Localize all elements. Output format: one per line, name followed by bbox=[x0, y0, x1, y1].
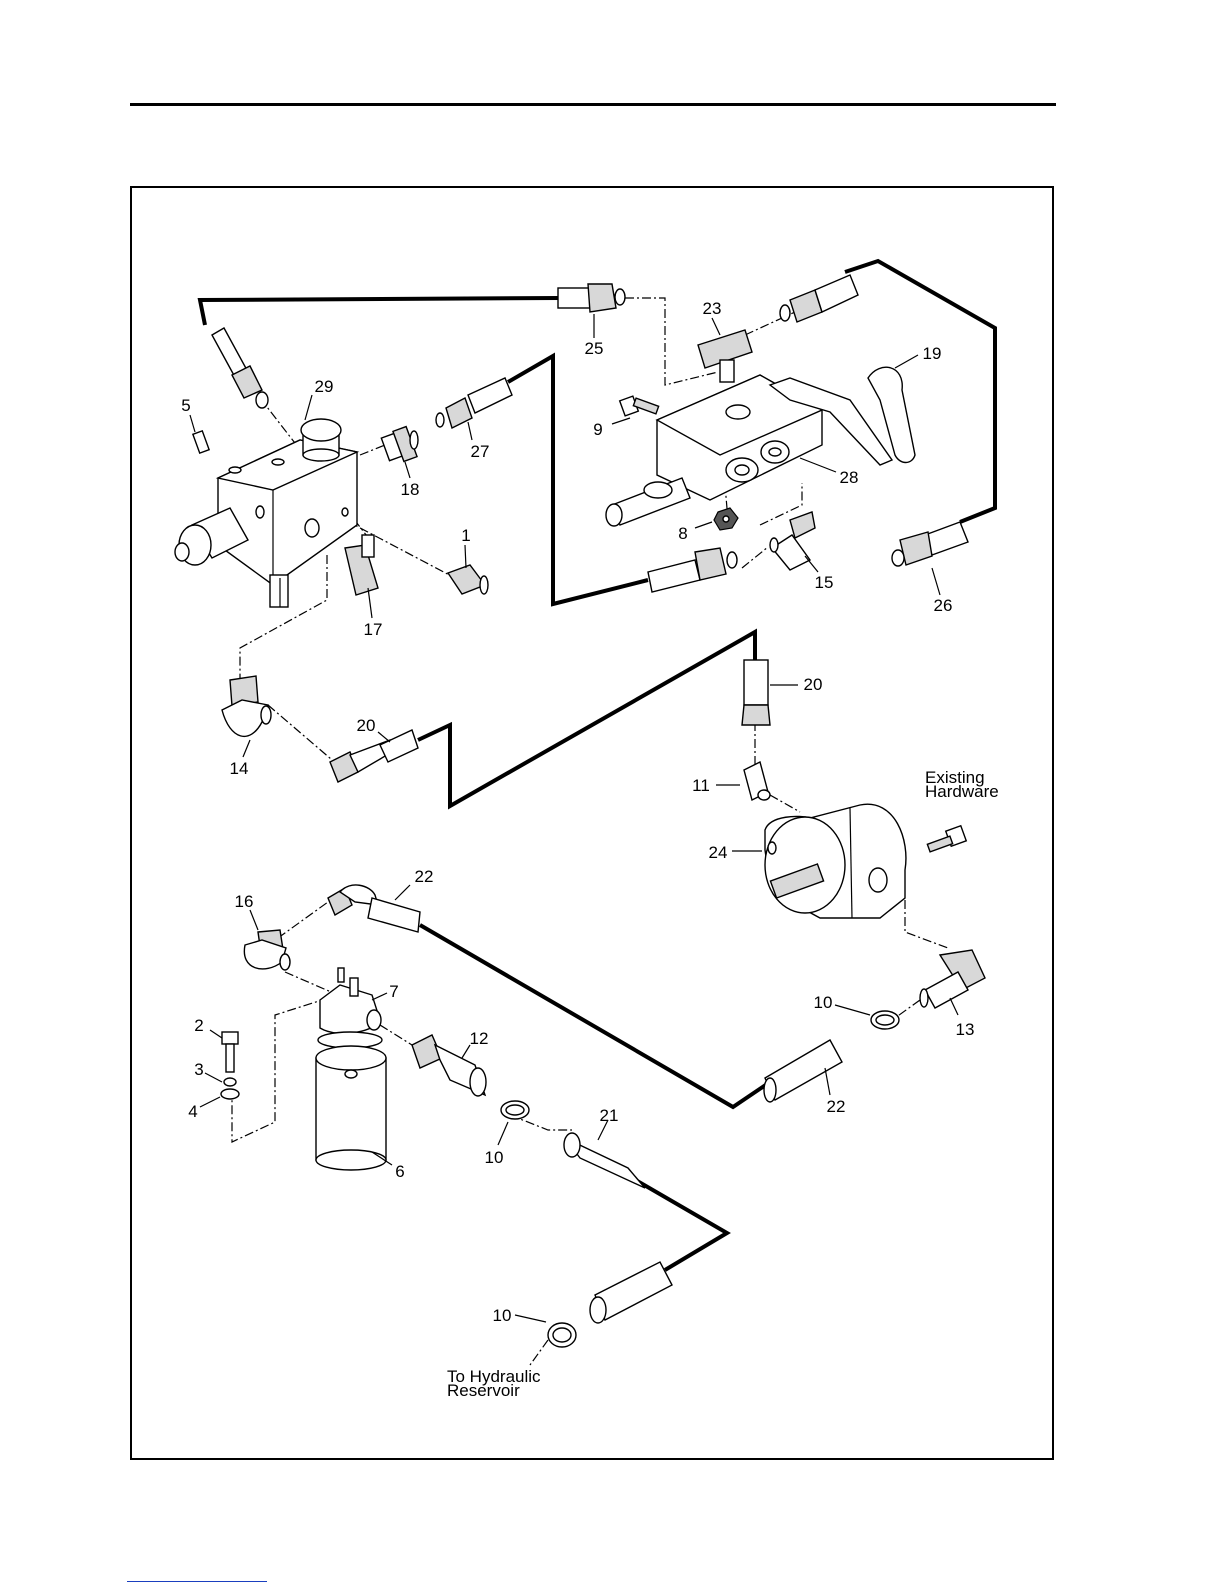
callout-5: 5 bbox=[181, 396, 190, 415]
fitting-1 bbox=[448, 565, 488, 594]
callout-8: 8 bbox=[678, 524, 687, 543]
existing-hardware-label-line2: Hardware bbox=[925, 782, 999, 801]
callout-13: 13 bbox=[956, 1020, 975, 1039]
callout-25: 25 bbox=[585, 339, 604, 358]
plug-29 bbox=[301, 419, 341, 461]
oil-filter-6 bbox=[316, 1032, 386, 1170]
clamp-10-bottom bbox=[548, 1323, 576, 1347]
hose-end-20-left bbox=[330, 730, 418, 782]
callout-26: 26 bbox=[934, 596, 953, 615]
fitting-18 bbox=[381, 427, 418, 462]
callout-18: 18 bbox=[401, 480, 420, 499]
callout-22-lower: 22 bbox=[827, 1097, 846, 1116]
elbow-15 bbox=[770, 512, 815, 570]
callout-10-bottom: 10 bbox=[493, 1306, 512, 1325]
hose-section-21 bbox=[564, 1133, 645, 1188]
reservoir-label-line2: Reservoir bbox=[447, 1381, 520, 1400]
callout-7: 7 bbox=[389, 982, 398, 1001]
clamp-10-middle bbox=[501, 1101, 529, 1119]
callout-24: 24 bbox=[709, 843, 728, 862]
elbow-14 bbox=[222, 676, 271, 736]
callout-27: 27 bbox=[471, 442, 490, 461]
fitting-23 bbox=[698, 330, 752, 382]
callout-23: 23 bbox=[703, 299, 722, 318]
callout-20-right: 20 bbox=[804, 675, 823, 694]
callout-14: 14 bbox=[230, 759, 249, 778]
callout-2: 2 bbox=[194, 1016, 203, 1035]
hose-end-22 bbox=[328, 885, 420, 932]
callout-15: 15 bbox=[815, 573, 834, 592]
bolt-2-washers-3-4 bbox=[221, 1032, 239, 1099]
fitting-17 bbox=[345, 535, 378, 595]
callout-20-left: 20 bbox=[357, 716, 376, 735]
clamp-10-right bbox=[871, 1011, 899, 1029]
hose-section-lower bbox=[590, 1262, 672, 1323]
callout-6: 6 bbox=[395, 1162, 404, 1181]
filter-head-7 bbox=[320, 968, 381, 1033]
callout-1: 1 bbox=[461, 526, 470, 545]
callout-19: 19 bbox=[923, 344, 942, 363]
fitting-27 bbox=[436, 378, 512, 428]
fitting-25 bbox=[558, 284, 625, 312]
fitting-26 bbox=[892, 522, 968, 566]
hose-27-to-15 bbox=[508, 356, 648, 604]
elbow-11 bbox=[744, 762, 770, 800]
fitting-top-left-hose bbox=[212, 328, 268, 408]
callout-28: 28 bbox=[840, 468, 859, 487]
hose-21 bbox=[632, 1178, 727, 1270]
fitting-top-right bbox=[780, 275, 858, 322]
hydraulic-pump-24 bbox=[765, 804, 906, 918]
callout-4: 4 bbox=[188, 1102, 197, 1121]
callout-10-right: 10 bbox=[814, 993, 833, 1012]
bolt-existing bbox=[927, 826, 966, 852]
callout-17: 17 bbox=[364, 620, 383, 639]
hose-valve-to-top bbox=[200, 298, 560, 325]
hose-end-20-right bbox=[742, 660, 770, 725]
callout-21: 21 bbox=[600, 1106, 619, 1125]
callout-22-upper: 22 bbox=[415, 867, 434, 886]
fitting-lower-mid bbox=[648, 548, 737, 592]
elbow-13 bbox=[920, 950, 985, 1008]
elbow-16 bbox=[244, 930, 290, 970]
callout-16: 16 bbox=[235, 892, 254, 911]
callout-11: 11 bbox=[692, 776, 710, 795]
nut-8 bbox=[714, 508, 738, 530]
callout-3: 3 bbox=[194, 1060, 203, 1079]
callout-29: 29 bbox=[315, 377, 334, 396]
hose-top-right bbox=[845, 261, 995, 522]
callout-10-middle: 10 bbox=[485, 1148, 504, 1167]
bolt-9 bbox=[620, 396, 659, 416]
callout-12: 12 bbox=[470, 1029, 489, 1048]
hose-section-22 bbox=[764, 1040, 842, 1102]
callout-9: 9 bbox=[593, 420, 602, 439]
footer-link-underline bbox=[127, 1581, 267, 1582]
